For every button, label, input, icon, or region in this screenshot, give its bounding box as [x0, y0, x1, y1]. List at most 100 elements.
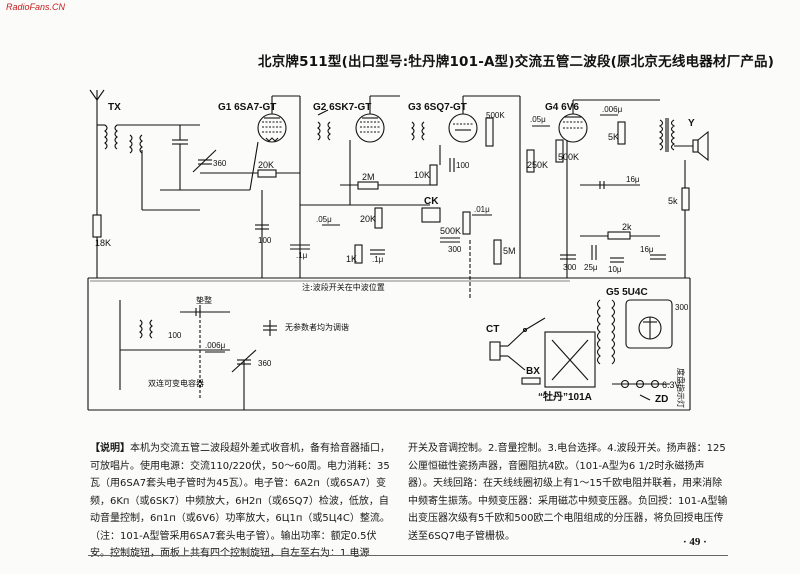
component-label: 18K	[95, 238, 111, 248]
description-right: 开关及音调控制。2.音量控制。3.电台选择。4.波段开关。扬声器：125公厘恒磁…	[408, 443, 728, 542]
component-label: 16μ	[626, 175, 640, 184]
component-label: 10μ	[608, 265, 622, 274]
schematic-wire	[104, 124, 108, 150]
tube-g5-5u4c-icon	[625, 299, 673, 349]
component-label: 10K	[414, 170, 430, 180]
note-pilot: 度盘指示灯	[676, 368, 686, 408]
schematic-wire	[507, 355, 526, 371]
resistor-500k-b-icon	[555, 139, 564, 163]
component-label: .01μ	[474, 205, 490, 214]
watermark: RadioFans.CN	[6, 2, 66, 12]
speaker-label: Y	[688, 118, 695, 129]
ck-label: CK	[424, 196, 439, 207]
component-label: 300	[675, 303, 689, 312]
component-label: 6.3V	[662, 380, 681, 390]
component-label: 300	[563, 263, 577, 272]
schematic-wire	[249, 141, 259, 191]
resistor-18k-icon	[92, 214, 102, 238]
note-var: 无参数者均为调谐	[285, 322, 349, 332]
component-label: 1K	[346, 254, 357, 264]
schematic-wire	[421, 121, 425, 141]
schematic-wire	[317, 109, 329, 116]
power-switch-icon	[522, 317, 546, 333]
power-plug-icon	[489, 341, 508, 361]
component-label: 20K	[360, 214, 376, 224]
component-label: 5M	[503, 246, 516, 256]
component-label: .006μ	[602, 105, 623, 114]
bx-label: BX	[526, 366, 540, 377]
schematic-wire	[611, 299, 616, 365]
component-label: 20K	[258, 160, 274, 170]
schematic-wire	[114, 124, 118, 150]
tube-g1-label: G1 6SA7-GT	[218, 102, 276, 113]
output-transformer-icon	[658, 118, 676, 152]
voltage-selector-icon	[544, 331, 596, 388]
schematic-wire	[129, 134, 133, 154]
note-dual: 双连可变电容器	[148, 378, 204, 388]
resistor-20k-g1-icon	[257, 169, 277, 178]
component-label: .05μ	[316, 215, 332, 224]
power-transformer-icon	[596, 299, 616, 365]
resistor-500k-a-icon	[485, 117, 494, 147]
schematic-wire	[670, 119, 676, 151]
tube-g2-6sk7-icon	[355, 113, 385, 143]
description-left-text: 本机为交流五管二波段超外差式收音机，备有拾音器插口，可放唱片。使用电源：交流11…	[90, 443, 390, 559]
tube-g1-6sa7-icon	[257, 113, 287, 143]
resistor-5m-icon	[493, 239, 502, 265]
component-label: 16μ	[640, 245, 654, 254]
tube-g3-label: G3 6SQ7-GT	[408, 102, 467, 113]
schematic-wire	[139, 134, 143, 154]
resistor-5k-b-icon	[681, 187, 690, 211]
tx-coil-icon	[104, 124, 143, 154]
component-label: 2k	[622, 222, 632, 232]
resistor-2k-icon	[607, 231, 631, 240]
tube-g3-6sq7-icon	[448, 113, 478, 143]
fuse-icon	[521, 377, 541, 385]
component-label: 25μ	[584, 263, 598, 272]
zd-label: ZD	[655, 394, 668, 405]
schematic-wire	[692, 139, 699, 153]
schematic-wire	[265, 137, 279, 142]
antenna-icon	[89, 89, 105, 125]
component-label: 100	[456, 161, 470, 170]
resistor-1k-icon	[354, 244, 363, 264]
component-label: .1μ	[372, 255, 384, 264]
trim-capacitor-icon	[263, 320, 277, 336]
resistor-250k-icon	[526, 149, 535, 173]
schematic-wire	[489, 341, 501, 361]
schematic-wire	[327, 121, 331, 141]
if-transformer-2-icon	[411, 121, 415, 141]
resistor-10k-icon	[429, 164, 438, 186]
component-label: 250K	[527, 160, 548, 170]
component-label: 5k	[668, 196, 678, 206]
component-label: 360	[258, 359, 272, 368]
component-label: 2M	[362, 172, 375, 182]
volume-pot-icon	[462, 211, 471, 235]
schematic-wire	[448, 113, 478, 143]
schematic-wire	[625, 299, 673, 349]
component-label: 500K	[440, 226, 461, 236]
ct-label: CT	[486, 324, 499, 335]
tube-g5-label: G5 5U4C	[606, 287, 648, 298]
tube-g4-6v6-icon	[558, 113, 588, 143]
model-label: “牡丹”101A	[538, 390, 592, 403]
component-label: 5K	[608, 132, 619, 142]
component-label: 500K	[486, 111, 505, 120]
if-transformer-1-icon	[317, 121, 321, 141]
schematic-wire	[149, 319, 153, 339]
resistor-20k-g2-icon	[374, 207, 383, 229]
schematic-wire	[522, 327, 528, 333]
schematic-wire	[524, 317, 546, 331]
page-number: · 49 ·	[683, 536, 707, 548]
note-trim: 垫整	[196, 295, 212, 305]
tx-label: TX	[108, 102, 121, 113]
component-label: 360	[213, 159, 227, 168]
note-switch: 注:波段开关在中波位置	[302, 282, 385, 292]
resistor-5k-icon	[617, 121, 626, 145]
tube-g4-label: G4 6V6	[545, 102, 579, 113]
schematic-wire	[192, 149, 217, 173]
schematic-wire	[697, 130, 709, 162]
diagram-title: 北京牌511型(出口型号:牡丹牌101-A型)交流五管二波段(原北京无线电器材厂…	[258, 54, 775, 70]
